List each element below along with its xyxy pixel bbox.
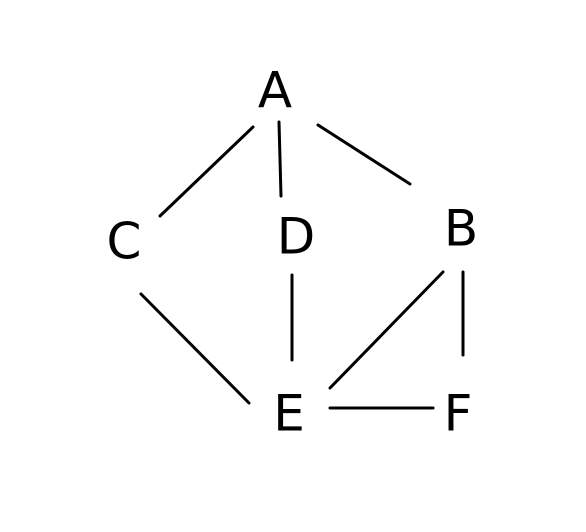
- edge-a-c: [158, 125, 255, 218]
- node-a-label: A: [258, 62, 292, 120]
- node-c-label: C: [107, 213, 142, 271]
- node-f-label: F: [444, 385, 473, 443]
- edge-c-e: [139, 292, 251, 405]
- node-e-label: E: [273, 385, 305, 443]
- edge-a-b: [316, 123, 412, 186]
- node-d-label: D: [277, 208, 316, 266]
- edge-b-e: [328, 270, 445, 390]
- node-b-label: B: [444, 200, 478, 258]
- edge-a-d: [277, 120, 283, 198]
